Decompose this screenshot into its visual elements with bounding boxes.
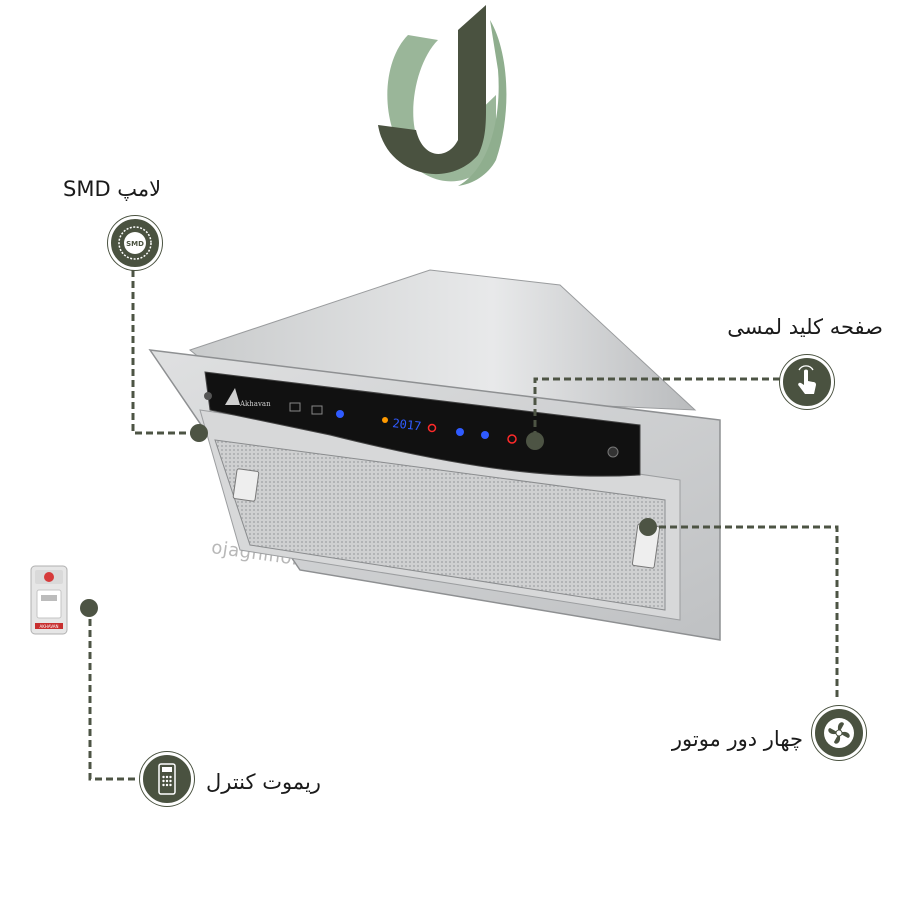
remote-product-image: AKHAVAN [30,565,68,635]
touch-panel-dot [526,432,544,450]
remote-badge [140,752,194,806]
smd-icon-text: SMD [126,240,144,248]
touch-panel-badge [780,355,834,409]
remote-brand-text: AKHAVAN [39,624,58,629]
fan-icon [824,718,854,748]
motor-label: چهار دور موتور [671,727,803,751]
motor-badge [812,706,866,760]
smd-lamp-icon: SMD [118,226,152,260]
hood-display-readout: 2017 [392,416,422,433]
ojaghino-logo-icon [378,5,507,186]
smd-lamp-dot [190,424,208,442]
touch-hand-icon [798,365,816,394]
smd-lamp-label: لامپ SMD [63,177,162,201]
hood-logo-text: Akhavan [239,400,271,408]
remote-label: ریموت کنترل [206,770,321,794]
range-hood-image: Akhavan 2017 [148,269,721,641]
remote-dot [80,599,98,617]
remote-icon [158,763,176,795]
smd-lamp-badge: SMD [108,216,162,270]
motor-dot [639,518,657,536]
touch-panel-label: صفحه کلید لمسی [727,315,883,339]
